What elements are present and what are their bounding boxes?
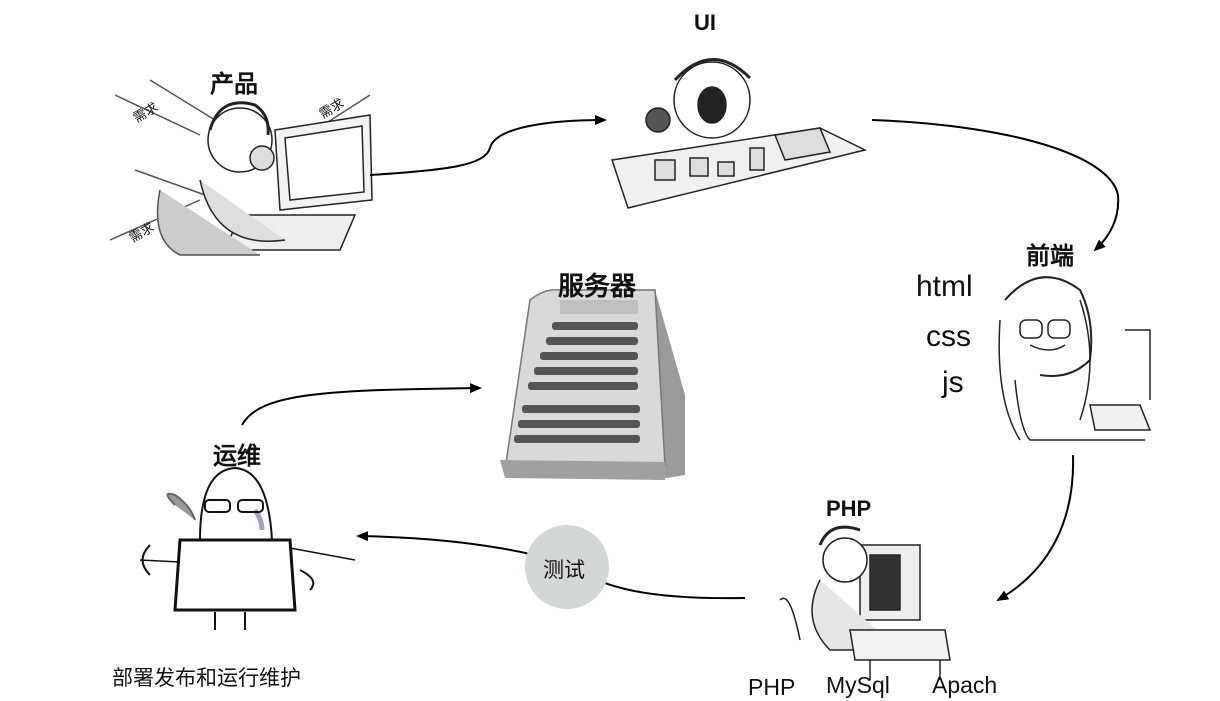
edge-product-to-ui [369,115,607,176]
tech-js: js [942,366,964,399]
edge-ops-to-server [241,383,482,426]
ui-title: UI [694,10,716,35]
frontend-title: 前端 [1026,241,1074,270]
product-illustration [109,79,373,256]
ops-illustration [139,466,356,630]
test-label: 测试 [543,558,585,582]
ui-illustration [611,58,868,209]
tech-css: css [926,320,971,353]
php-title: PHP [826,496,872,521]
edge-ui-to-frontend [871,119,1120,252]
product-title: 产品 [210,69,258,98]
ops-title: 运维 [213,441,261,470]
edge-frontend-to-php [996,454,1075,602]
php-illustration [779,525,951,680]
frontend-illustration [998,276,1152,441]
php-stack-mysql: MySql [826,672,890,698]
ops-caption: 部署发布和运行维护 [112,666,301,690]
php-stack-apache: Apach [932,672,998,698]
tech-html: html [916,270,973,303]
server-illustration [500,288,685,480]
test-badge [525,525,609,609]
php-stack-php: PHP [748,674,796,700]
server-title: 服务器 [558,272,637,302]
